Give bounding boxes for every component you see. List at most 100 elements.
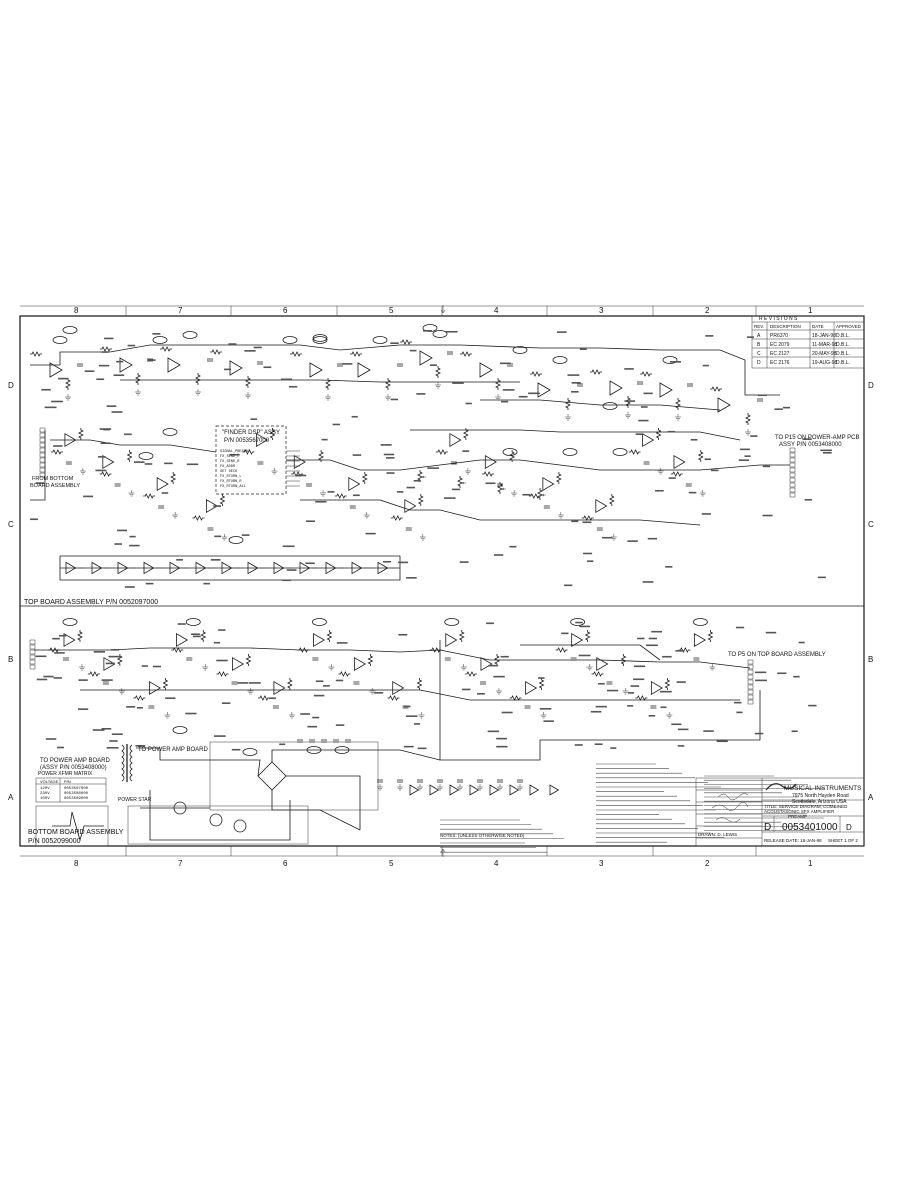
- op-amp: [595, 499, 608, 513]
- component-ref-label: [406, 486, 415, 489]
- op-amp: [596, 657, 609, 671]
- ground-symbol: [657, 468, 664, 475]
- resistor: [390, 515, 403, 521]
- ground-symbol: [202, 664, 209, 671]
- resistor: [509, 695, 522, 701]
- component-ref-label: [782, 406, 791, 409]
- dsp-pin-label: FX_RTURN_L: [220, 475, 242, 479]
- op-amp: [348, 477, 361, 491]
- component-ref-label: [106, 405, 117, 407]
- rev-cell: 11-MAR-98: [812, 342, 837, 348]
- test-point-tag: [62, 326, 78, 334]
- component-ref-label: [109, 740, 118, 742]
- capacitor: [231, 681, 238, 685]
- resistor: [655, 428, 662, 440]
- component-ref-label: [390, 342, 399, 344]
- capacitor: [650, 705, 657, 709]
- wire: [286, 775, 361, 830]
- resistor: [77, 630, 83, 642]
- ground-symbol: [195, 389, 201, 396]
- component-ref-label: [703, 730, 714, 732]
- op-amp: [247, 561, 259, 575]
- resistor: [290, 351, 302, 357]
- resistor: [30, 351, 42, 357]
- resistor: [664, 678, 671, 690]
- ground-symbol: [699, 490, 706, 497]
- rev-cell: D.B.L.: [836, 351, 850, 357]
- op-amp: [404, 499, 417, 513]
- component-ref-label: [263, 366, 272, 369]
- rev-cell: 19-AUG-98: [812, 360, 838, 366]
- xfmr-matrix-title: POWER XFMR MATRIX: [38, 771, 93, 777]
- resistor: [584, 630, 591, 642]
- ground-symbol: [625, 412, 631, 419]
- resistor: [78, 428, 84, 440]
- component-ref-label: [461, 688, 471, 691]
- op-amp: [206, 499, 219, 513]
- component-ref-label: [191, 633, 200, 636]
- component-ref-label: [640, 406, 648, 408]
- component-ref-label: [820, 449, 832, 452]
- component-ref-label: [736, 711, 743, 714]
- component-ref-label: [129, 544, 140, 547]
- test-point-tag: [662, 356, 678, 364]
- ground-symbol: [437, 784, 443, 791]
- component-ref-label: [101, 728, 112, 730]
- component-ref-label: [802, 438, 812, 440]
- component-ref-label: [595, 705, 607, 708]
- component-ref-label: [493, 675, 505, 678]
- component-ref-label: [176, 559, 183, 561]
- rev-cell: D.B.L.: [836, 342, 850, 348]
- rev-cell: EC 2079: [770, 342, 790, 348]
- drawing-title-1: TITLE: SERVICE DIAGRAM, COMBINED: [764, 804, 848, 809]
- capacitor: [186, 657, 193, 661]
- capacitor: [637, 381, 643, 385]
- rev-cell: D.B.L.: [836, 333, 850, 339]
- component-ref-label: [35, 655, 47, 658]
- company-name: MUSICAL INSTRUMENTS: [784, 785, 862, 792]
- component-ref-label: [735, 626, 745, 629]
- top-board-label: TOP BOARD ASSEMBLY P/N 0052097000: [24, 599, 158, 606]
- component-ref-label: [383, 453, 395, 456]
- component-ref-label: [327, 491, 335, 493]
- connector-pin: [747, 684, 754, 690]
- resistor: [435, 449, 448, 455]
- ground-symbol: [495, 688, 502, 695]
- component-ref-label: [279, 743, 286, 746]
- resistor: [628, 449, 641, 455]
- component-ref-label: [486, 622, 494, 625]
- connector-pin: [789, 477, 796, 483]
- component-ref-label: [312, 716, 320, 719]
- op-amp: [642, 433, 655, 447]
- test-point-tag: [185, 618, 201, 626]
- component-ref-label: [496, 745, 508, 748]
- connector-pin: [747, 699, 754, 705]
- ground-symbol: [435, 382, 441, 389]
- wire: [540, 347, 780, 396]
- op-amp: [63, 633, 76, 647]
- capacitor: [158, 505, 165, 509]
- component-ref-label: [627, 705, 634, 707]
- capacitor: [507, 363, 513, 367]
- center-arrow: [440, 848, 446, 857]
- component-ref-label: [124, 586, 135, 588]
- ground-symbol: [497, 784, 503, 791]
- component-ref-label: [765, 631, 777, 634]
- capacitor: [606, 681, 613, 685]
- op-amp: [537, 382, 551, 398]
- op-amp: [103, 657, 116, 671]
- power-star-label: POWER STAR: [118, 797, 152, 803]
- capacitor: [306, 483, 313, 487]
- component-ref-label: [665, 566, 673, 568]
- capacitor: [297, 739, 303, 743]
- component-ref-label: [335, 724, 345, 726]
- component-ref-label: [808, 704, 817, 707]
- component-ref-label: [579, 625, 591, 628]
- resistor: [385, 378, 391, 390]
- component-ref-label: [192, 635, 201, 638]
- component-ref-label: [757, 394, 767, 397]
- component-ref-label: [103, 428, 110, 431]
- resistor: [590, 369, 602, 375]
- component-ref-label: [380, 444, 392, 446]
- capacitor: [349, 505, 356, 509]
